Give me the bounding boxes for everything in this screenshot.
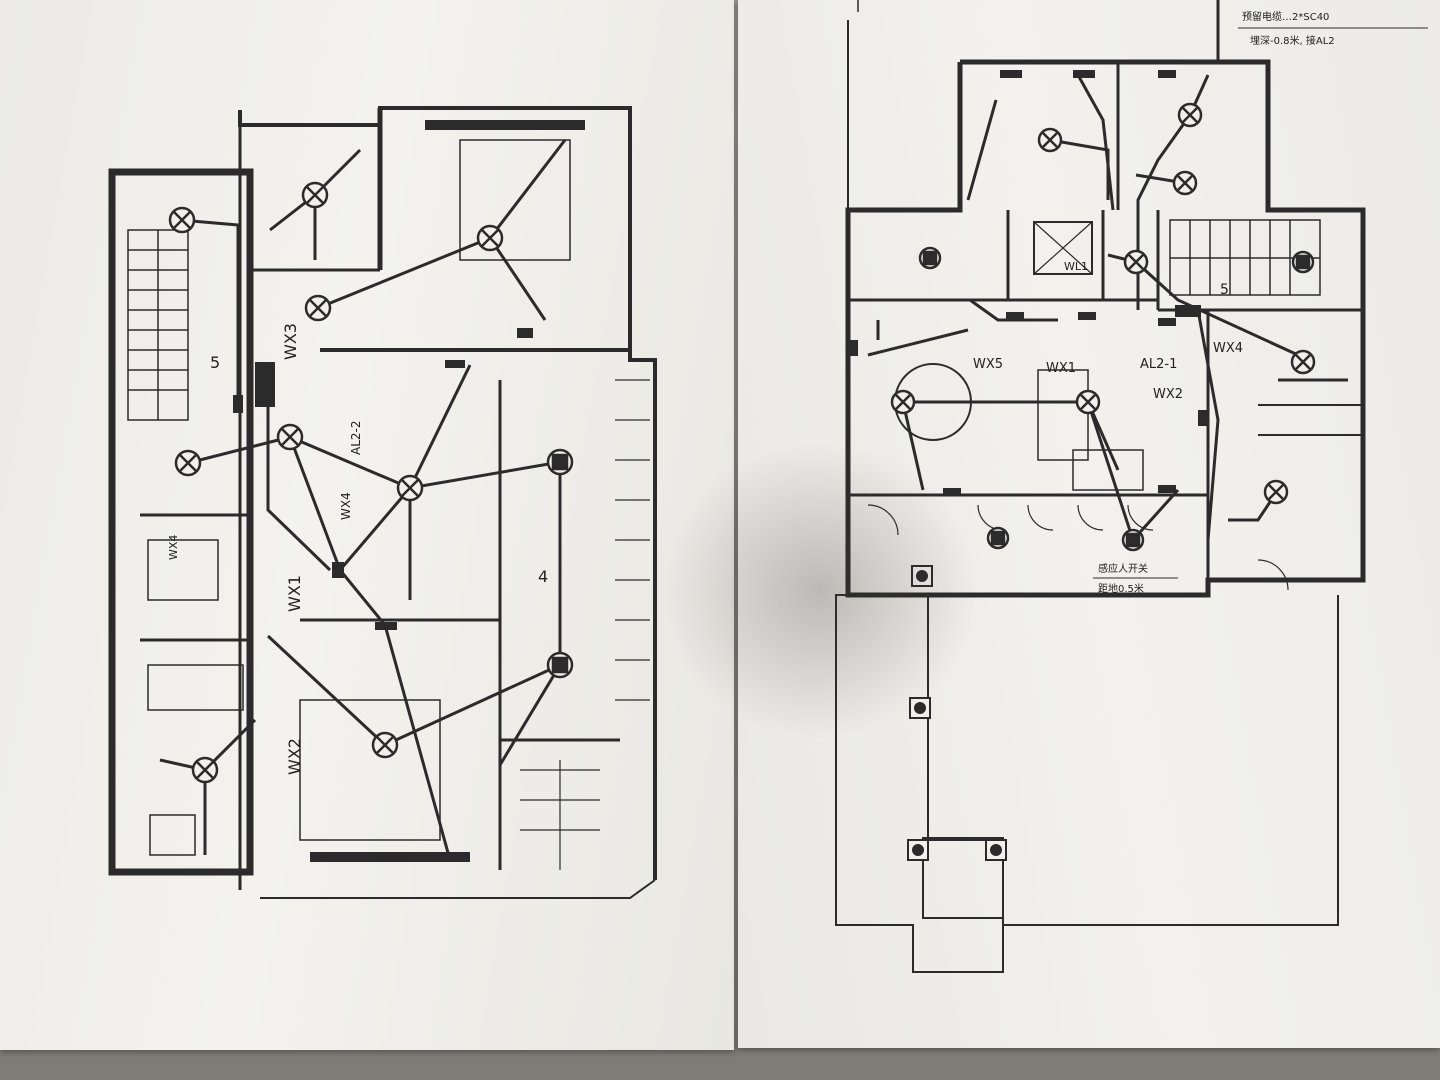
wall-light-icon — [918, 246, 942, 270]
dimension-5: 5 — [210, 353, 220, 372]
note-cable-line1: 预留电缆…2*SC40 — [1242, 10, 1329, 23]
ceiling-light-icon — [304, 294, 332, 322]
ceiling-light-icon — [1075, 389, 1101, 415]
wall-light-icon — [1121, 528, 1145, 552]
ceiling-light-icon — [371, 731, 399, 759]
distribution-panel-icon — [1175, 305, 1201, 317]
circuit-label-wx2: WX2 — [1153, 387, 1183, 402]
circuit-label-al2-1: AL2-1 — [1140, 357, 1177, 372]
circuit-label-wx3: WX3 — [281, 323, 300, 360]
circuit-label-al2-2: AL2-2 — [349, 421, 363, 456]
ceiling-light-icon — [1290, 349, 1316, 375]
right-drawing-sheet: WX5 WX1 WX2 WX4 AL2-1 WL1 5 预留电缆…2*SC40 … — [738, 0, 1440, 1048]
ceiling-light-icon — [396, 474, 424, 502]
left-floor-plan: WX3 WX1 WX2 WX4 AL2-2 WX4 5 4 — [108, 106, 657, 899]
right-floor-plan: WX5 WX1 WX2 WX4 AL2-1 WL1 5 预留电缆…2*SC40 … — [835, 0, 1428, 973]
circuit-label-wx1: WX1 — [285, 575, 304, 612]
circuit-label-wx4: WX4 — [167, 535, 180, 560]
circuit-label-wl1: WL1 — [1064, 260, 1088, 273]
circuit-label-wx-mid: WX4 — [339, 492, 353, 520]
ceiling-light-icon — [1177, 102, 1203, 128]
note-cable-line2: 埋深-0.8米, 接AL2 — [1250, 34, 1335, 47]
ceiling-light-icon — [1263, 479, 1289, 505]
ceiling-light-icon — [1123, 249, 1149, 275]
dimension-4: 4 — [538, 567, 548, 586]
circuit-label-wx2: WX2 — [285, 738, 304, 775]
ceiling-light-icon — [174, 449, 202, 477]
ceiling-light-icon — [191, 756, 219, 784]
circuit-label-wx5: WX5 — [973, 357, 1003, 372]
ceiling-light-icon — [301, 181, 329, 209]
note-sensor-line2: 距地0.5米 — [1098, 582, 1144, 595]
ceiling-light-icon — [168, 206, 196, 234]
dimension-5: 5 — [1220, 282, 1229, 298]
ceiling-light-icon — [476, 224, 504, 252]
hand-shadow — [660, 440, 980, 740]
wall-light-icon — [986, 526, 1010, 550]
circuit-label-wx4: WX4 — [1213, 341, 1243, 356]
left-drawing-sheet: WX3 WX1 WX2 WX4 AL2-2 WX4 5 4 — [0, 0, 734, 1050]
note-sensor-line1: 感应人开关 — [1098, 562, 1148, 575]
terrace-column-lights — [907, 565, 1007, 861]
ceiling-light-icon — [1037, 127, 1063, 153]
circuit-label-wx1: WX1 — [1046, 361, 1076, 376]
ceiling-light-icon — [1172, 170, 1198, 196]
ceiling-light-icon — [276, 423, 304, 451]
ceiling-light-icon — [890, 389, 916, 415]
left-stair-block-wall — [108, 168, 254, 876]
wall-light-icon — [1291, 250, 1315, 274]
distribution-panel-icon — [258, 365, 274, 407]
wall-light-icon — [546, 448, 574, 476]
wall-light-icon — [546, 651, 574, 679]
